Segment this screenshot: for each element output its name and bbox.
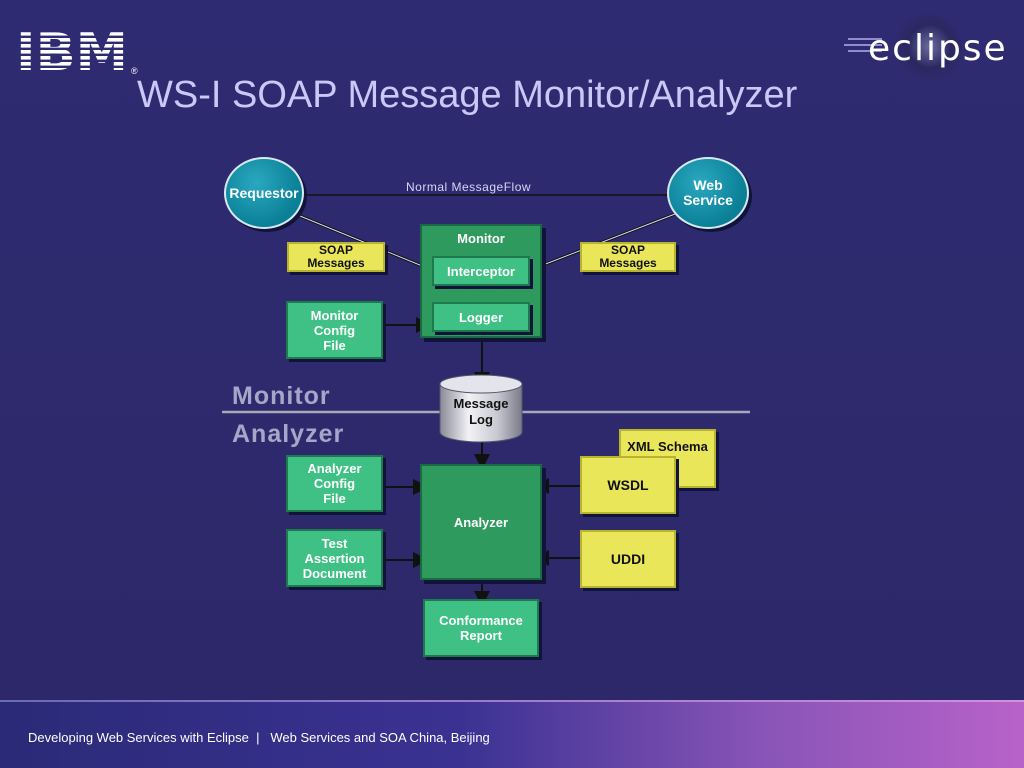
analyzer-config-file: Analyzer Config File — [286, 455, 383, 512]
uddi-node: UDDI — [580, 530, 676, 588]
soap-messages-right: SOAP Messages — [580, 242, 676, 272]
monitor-box-label: Monitor — [457, 231, 505, 246]
logger-node: Logger — [432, 302, 530, 332]
slide-title: WS-I SOAP Message Monitor/Analyzer — [137, 74, 798, 116]
footer-separator: | — [256, 730, 260, 745]
wsdl-label: WSDL — [607, 476, 649, 493]
analyzer-label: Analyzer — [453, 514, 509, 530]
test-assertion-line2: Assertion — [304, 550, 365, 566]
interceptor-node: Interceptor — [432, 256, 530, 286]
uddi-label: UDDI — [610, 550, 646, 567]
monitor-config-line3: File — [323, 337, 346, 353]
logger-label: Logger — [458, 309, 504, 325]
analyzer-config-line1: Analyzer — [307, 461, 362, 476]
monitor-config-file: Monitor Config File — [286, 301, 383, 359]
interceptor-label: Interceptor — [447, 263, 515, 279]
analyzer-config-line3: File — [323, 491, 346, 506]
eclipse-logo — [844, 14, 962, 86]
conformance-report: Conformance Report — [423, 599, 539, 657]
wsdl-node: WSDL — [580, 456, 676, 514]
ibm-logo: IBM — [16, 26, 128, 74]
footer-divider — [0, 700, 1024, 702]
xml-schema-label: XML Schema — [627, 439, 708, 454]
test-assertion-line1: Test — [321, 535, 348, 551]
soap-right-line2: Messages — [599, 256, 657, 270]
message-log-line1: Message — [453, 396, 509, 411]
monitor-config-line1: Monitor — [310, 307, 359, 323]
message-log-label: Message Log — [438, 396, 524, 428]
message-log-line2: Log — [469, 412, 493, 427]
analyzer-node: Analyzer — [420, 464, 542, 580]
web-service-label-line1: Web — [693, 177, 723, 193]
conformance-report-line1: Conformance — [439, 613, 523, 628]
test-assertion-line3: Document — [302, 565, 367, 581]
requestor-node: Requestor — [224, 157, 304, 229]
soap-left-line2: Messages — [307, 256, 365, 270]
web-service-node: Web Service — [667, 157, 749, 229]
soap-right-line1: SOAP — [610, 243, 645, 257]
message-log-database-icon — [439, 374, 523, 443]
section-label-analyzer: Analyzer — [232, 420, 345, 448]
web-service-label-line2: Service — [683, 192, 733, 208]
section-label-monitor: Monitor — [232, 382, 331, 410]
test-assertion-document: Test Assertion Document — [286, 529, 383, 587]
footer-left: Developing Web Services with Eclipse — [28, 730, 249, 745]
soap-messages-left: SOAP Messages — [287, 242, 385, 272]
eclipse-logo-text: eclipse — [868, 28, 1008, 69]
monitor-config-line2: Config — [313, 322, 356, 338]
requestor-label: Requestor — [229, 184, 299, 201]
footer-bar — [0, 700, 1024, 768]
diagram-connectors — [222, 194, 750, 607]
conformance-report-line2: Report — [460, 628, 502, 643]
footer-text: Developing Web Services with Eclipse | W… — [28, 730, 490, 745]
footer-right: Web Services and SOA China, Beijing — [270, 730, 490, 745]
ibm-logo-text: IBM — [16, 26, 128, 74]
registered-mark: ® — [131, 66, 138, 76]
normal-flow-label: Normal MessageFlow — [406, 180, 532, 194]
soap-left-line1: SOAP — [318, 243, 353, 257]
analyzer-config-line2: Config — [313, 476, 356, 491]
